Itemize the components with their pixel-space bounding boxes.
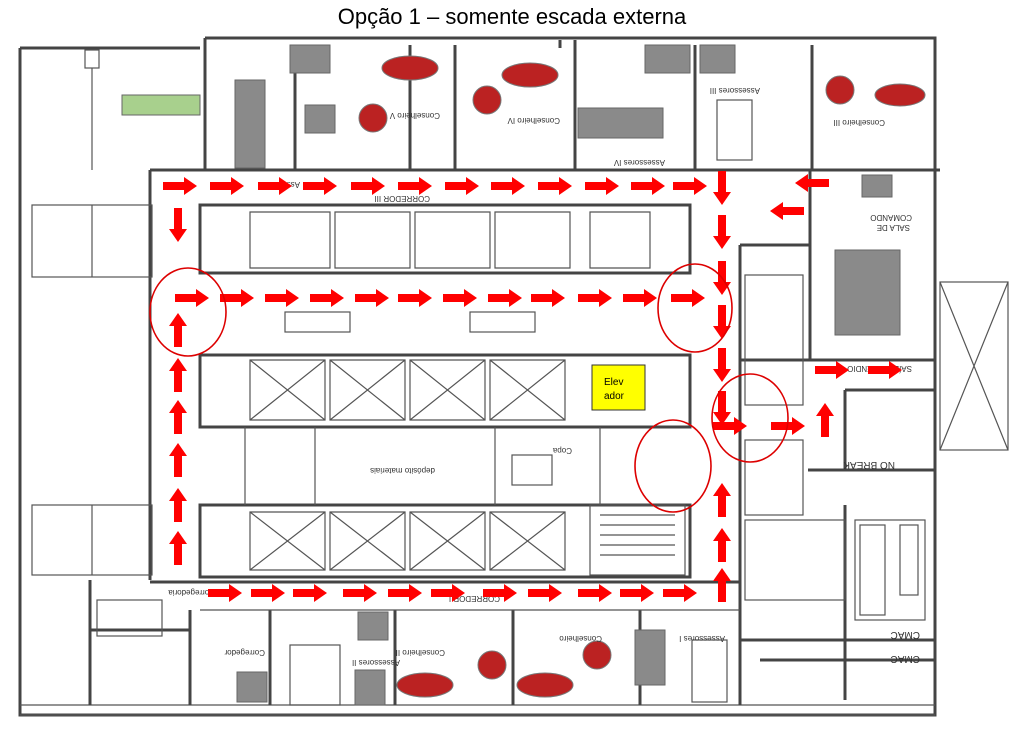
route-arrow: [673, 177, 707, 195]
route-arrow: [265, 289, 299, 307]
route-arrow: [671, 289, 705, 307]
label-corredor-iii: CORREDOR III: [374, 194, 430, 203]
highlight-circle: [149, 267, 227, 357]
route-arrow: [208, 584, 242, 602]
route-arrow: [343, 584, 377, 602]
route-arrow: [169, 488, 187, 522]
route-arrow: [251, 584, 285, 602]
route-arrow: [713, 305, 731, 339]
label-cmac-2: CMAC: [891, 653, 920, 664]
label-copa: Copa: [552, 446, 572, 455]
route-arrow: [443, 289, 477, 307]
label-assessores-iv: Assessores IV: [613, 158, 665, 167]
route-arrow: [631, 177, 665, 195]
building-walls: [18, 36, 1009, 717]
route-arrow: [713, 483, 731, 517]
route-arrow: [623, 289, 657, 307]
route-arrow: [620, 584, 654, 602]
label-deposito: depósito materiais: [370, 466, 435, 475]
route-arrow: [491, 177, 525, 195]
route-arrow: [538, 177, 572, 195]
route-arrow: [169, 531, 187, 565]
route-arrow: [355, 289, 389, 307]
route-arrow: [585, 177, 619, 195]
route-arrow: [868, 361, 902, 379]
route-arrow: [293, 584, 327, 602]
route-arrow: [175, 289, 209, 307]
route-arrow: [488, 289, 522, 307]
route-arrow: [528, 584, 562, 602]
route-arrow: [169, 400, 187, 434]
route-arrow: [795, 174, 829, 192]
route-arrow: [713, 568, 731, 602]
label-assessores-i: Assessores I: [679, 634, 725, 643]
route-arrow: [713, 348, 731, 382]
route-arrow: [770, 202, 804, 220]
label-conselheiro-v: Conselheiro V: [389, 111, 440, 120]
route-arrow: [531, 289, 565, 307]
diagram-title: Opção 1 – somente escada externa: [337, 4, 687, 29]
label-assessores-iii: Assessores III: [710, 86, 760, 95]
route-arrow: [398, 289, 432, 307]
route-arrow: [210, 177, 244, 195]
furniture: [96, 44, 926, 706]
label-sala-de: SALA DE: [877, 223, 910, 232]
label-assessores-ii: Assessores II: [352, 658, 400, 667]
route-arrow: [169, 358, 187, 392]
meeting-table: [121, 94, 201, 116]
label-no-break: NO BREAK: [843, 459, 895, 470]
label-comando: COMANDO: [870, 213, 912, 222]
route-arrow: [713, 391, 731, 425]
highlight-circle: [657, 263, 733, 353]
route-arrow: [713, 528, 731, 562]
highlight-circle: [634, 419, 712, 513]
route-arrow: [816, 403, 834, 437]
highlight-circle: [711, 373, 789, 463]
route-arrow: [169, 208, 187, 242]
highlight-circles: [149, 263, 789, 513]
route-arrow: [169, 313, 187, 347]
route-arrow: [303, 177, 337, 195]
elevator-box: [591, 364, 646, 411]
label-cmac-1: CMAC: [891, 629, 920, 640]
label-conselheiro: Conselheiro: [559, 634, 602, 643]
route-arrow: [713, 215, 731, 249]
route-arrow: [815, 361, 849, 379]
label-corredor-i: CORREDOR I: [449, 594, 500, 603]
label-conselheiro-ii: Conselheiro II: [396, 648, 445, 657]
route-arrow: [169, 443, 187, 477]
route-arrow: [663, 584, 697, 602]
label-elevador-2: ador: [604, 391, 625, 402]
label-corregedor: Corregedor: [224, 648, 265, 657]
route-arrow: [398, 177, 432, 195]
route-arrow: [578, 289, 612, 307]
label-conselheiro-iii: Conselheiro III: [833, 118, 885, 127]
route-arrow: [713, 417, 747, 435]
route-arrow: [258, 177, 292, 195]
label-corregedoria: Corregedoria: [168, 588, 215, 597]
route-arrow: [578, 584, 612, 602]
route-arrow: [388, 584, 422, 602]
route-arrow: [713, 171, 731, 205]
route-arrow: [351, 177, 385, 195]
route-arrow: [163, 177, 197, 195]
label-elevador-1: Elev: [604, 377, 623, 388]
route-arrow: [310, 289, 344, 307]
route-arrow: [445, 177, 479, 195]
label-conselheiro-iv: Conselheiro IV: [507, 116, 560, 125]
